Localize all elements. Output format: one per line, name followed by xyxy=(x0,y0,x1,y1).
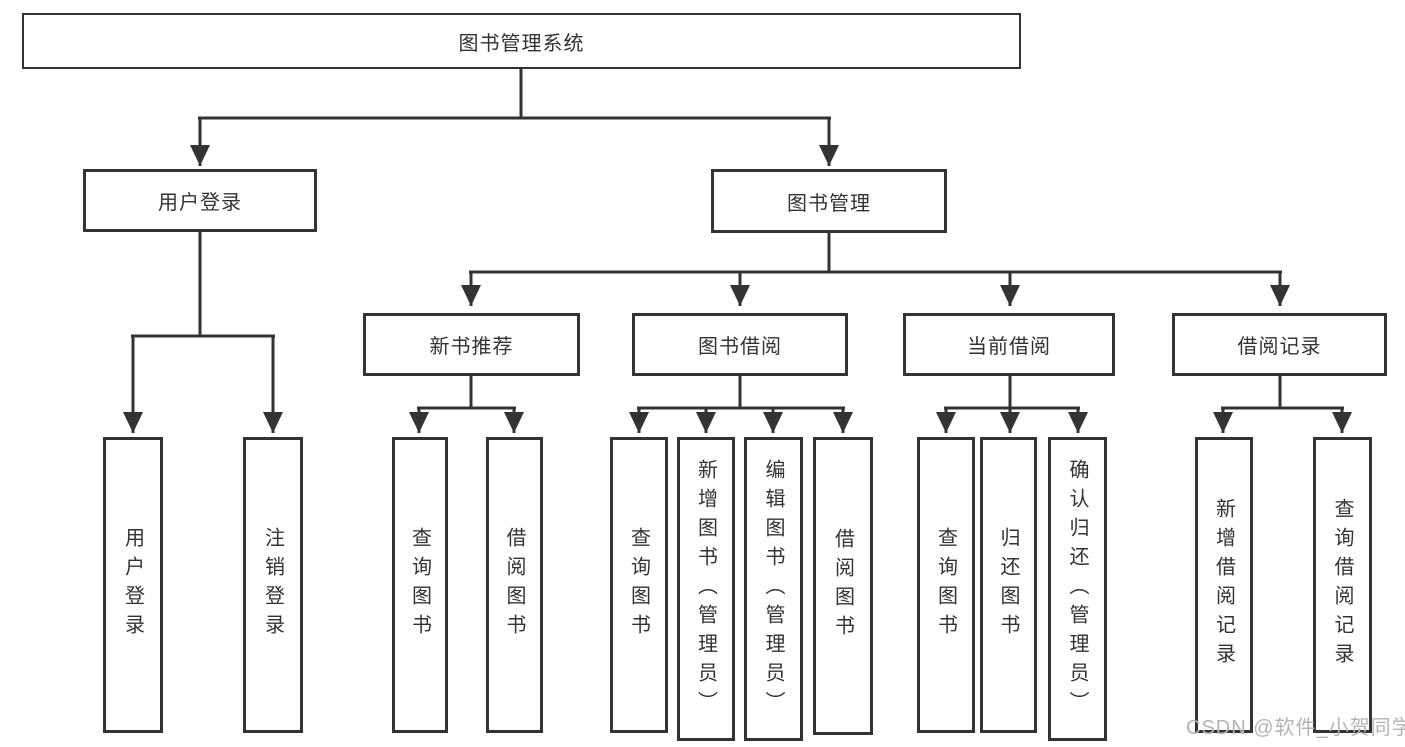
node-root-system: 图书管理系统 xyxy=(22,13,1021,69)
node-current-borrow: 当前借阅 xyxy=(903,313,1115,376)
leaf-current-return: 归还图书 xyxy=(980,437,1037,733)
leaf-current-confirm-admin: 确认归还（管理员） xyxy=(1048,437,1107,741)
leaf-borrow-edit-admin: 编辑图书（管理员） xyxy=(744,437,803,741)
edge-bookmgmt-to-modules xyxy=(461,233,1290,306)
edge-currentborrow-to-leaves xyxy=(936,375,1088,433)
leaf-newbook-borrow: 借阅图书 xyxy=(486,437,543,733)
leaf-user-login: 用户登录 xyxy=(103,437,163,733)
leaf-logout: 注销登录 xyxy=(243,437,303,733)
leaf-record-add: 新增借阅记录 xyxy=(1195,437,1253,733)
leaf-borrow-query: 查询图书 xyxy=(610,437,668,733)
leaf-current-query: 查询图书 xyxy=(917,437,975,733)
leaf-borrow-add-admin: 新增图书（管理员） xyxy=(677,437,735,741)
leaf-borrow-book: 借阅图书 xyxy=(813,437,873,735)
leaf-newbook-query: 查询图书 xyxy=(392,437,448,733)
edge-userlogin-to-leaves xyxy=(123,232,283,433)
csdn-watermark: CSDN @软件_小贺同学 xyxy=(1186,717,1405,739)
node-user-login: 用户登录 xyxy=(83,169,317,232)
node-new-book-recommend: 新书推荐 xyxy=(363,313,580,376)
edge-root-to-level2 xyxy=(190,69,839,166)
edge-borrowrecord-to-leaves xyxy=(1213,376,1352,433)
node-book-management: 图书管理 xyxy=(711,169,947,233)
edge-bookborrow-to-leaves xyxy=(629,376,853,433)
node-book-borrow: 图书借阅 xyxy=(632,313,848,376)
node-borrow-record: 借阅记录 xyxy=(1172,313,1387,376)
leaf-record-query: 查询借阅记录 xyxy=(1313,437,1372,733)
edge-newbook-to-leaves xyxy=(409,376,524,433)
